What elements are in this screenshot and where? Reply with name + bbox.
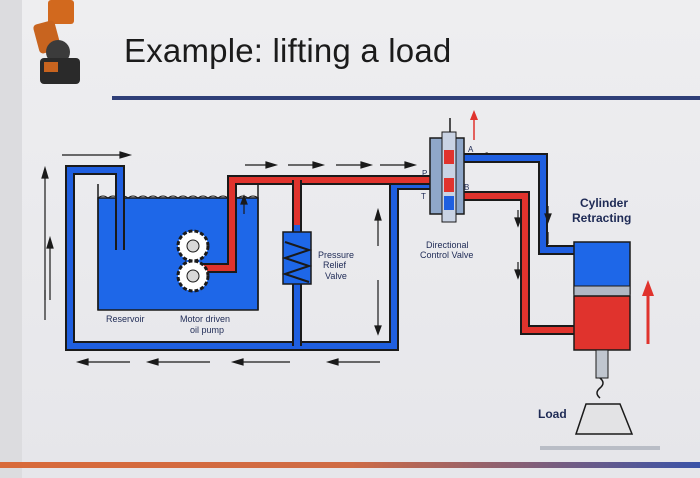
relief-label-line1: Pressure xyxy=(318,250,354,260)
port-a-label: A xyxy=(468,145,474,154)
port-p-label: P xyxy=(422,169,427,178)
relief-label-line3: Valve xyxy=(325,271,347,281)
pressure-line xyxy=(200,175,576,335)
load-label: Load xyxy=(538,407,567,421)
pump-gears xyxy=(176,229,210,293)
hydraulic-cylinder xyxy=(573,241,631,399)
cylinder-label-line1: Cylinder xyxy=(580,196,628,210)
title-divider xyxy=(112,96,700,100)
port-b-label: B xyxy=(464,183,469,192)
valve-label-line1: Directional xyxy=(426,240,469,250)
pressure-relief-valve xyxy=(281,231,313,285)
flow-arrows-left xyxy=(41,165,54,320)
port-t-label: T xyxy=(421,192,426,201)
relief-label-line2: Relief xyxy=(323,260,347,270)
robot-arm-logo xyxy=(33,0,80,84)
load-weight xyxy=(540,403,660,450)
valve-label-line2: Control Valve xyxy=(420,250,473,260)
footer-accent-band xyxy=(0,462,700,468)
slide-left-strip xyxy=(0,0,22,478)
slide-title: Example: lifting a load xyxy=(124,32,452,69)
reservoir-label: Reservoir xyxy=(106,314,145,324)
lift-arrow xyxy=(642,280,654,344)
flow-arrows-lines xyxy=(240,194,552,336)
pump-label-line2: oil pump xyxy=(190,325,224,335)
flow-arrows-bottom xyxy=(75,358,380,366)
directional-control-valve xyxy=(429,110,478,223)
pump-label-line1: Motor driven xyxy=(180,314,230,324)
cylinder-label-line2: Retracting xyxy=(572,211,631,225)
